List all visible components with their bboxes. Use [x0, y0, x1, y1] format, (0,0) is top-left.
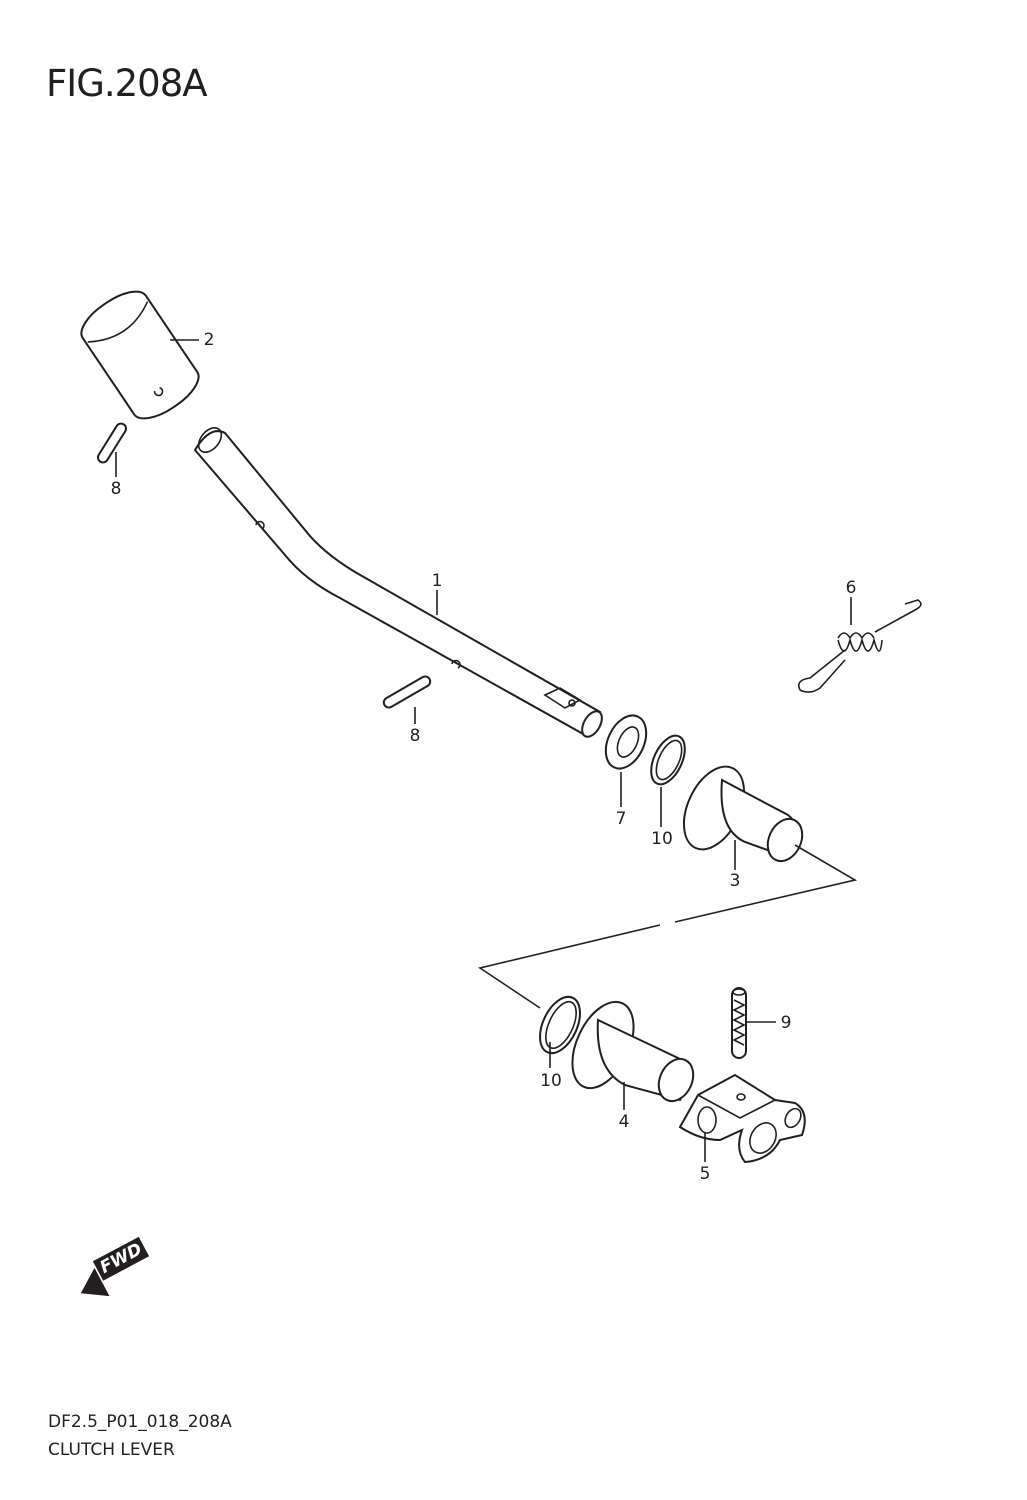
figure-code: DF2.5_P01_018_208A [48, 1412, 232, 1432]
part-oring-lower[interactable] [532, 991, 588, 1060]
part-lever[interactable] [193, 423, 606, 740]
figure-title: FIG.208A [46, 62, 208, 105]
part-oring-upper[interactable] [644, 731, 691, 790]
callout-10: 10 [651, 829, 673, 849]
callout-3: 3 [730, 871, 741, 891]
callout-7: 7 [616, 809, 627, 829]
part-bushing-lower[interactable] [560, 992, 700, 1106]
part-grip[interactable] [74, 282, 206, 427]
part-pin-grip[interactable] [96, 422, 128, 465]
part-spring-pin[interactable] [731, 987, 747, 1059]
fwd-badge: FWD [73, 1236, 158, 1308]
callout-8: 8 [410, 726, 421, 746]
figure-name: CLUTCH LEVER [48, 1440, 175, 1460]
callout-9: 9 [781, 1013, 792, 1033]
callout-leaders [115, 339, 852, 1162]
callout-8: 8 [111, 479, 122, 499]
continuation-line [478, 844, 858, 1009]
callout-10: 10 [540, 1071, 562, 1091]
callout-1: 1 [432, 571, 443, 591]
callout-6: 6 [846, 578, 857, 598]
part-bushing-upper[interactable] [672, 757, 809, 867]
part-spring[interactable] [797, 599, 922, 693]
callout-5: 5 [700, 1164, 711, 1184]
callout-2: 2 [204, 330, 215, 350]
callout-4: 4 [619, 1112, 630, 1132]
part-pin-lever[interactable] [382, 675, 432, 710]
part-washer[interactable] [598, 709, 654, 775]
part-bracket[interactable] [678, 1073, 806, 1164]
